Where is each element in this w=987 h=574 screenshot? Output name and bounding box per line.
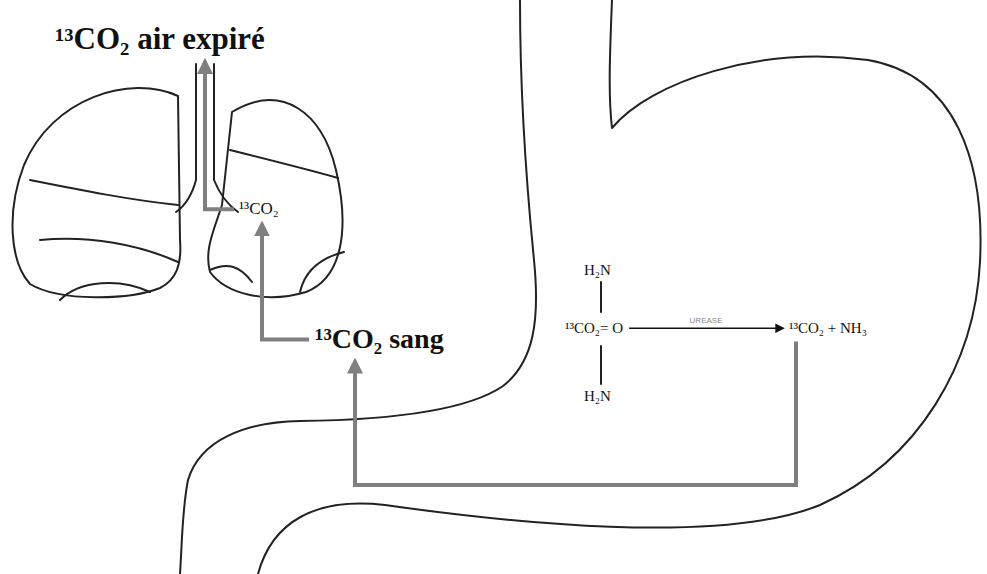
blood-co2-label: ¹³CO₂ sang (312, 322, 447, 357)
stomach-outline (258, 0, 981, 574)
chemical-group: H₂N (584, 262, 611, 279)
lung-co2-label: ¹³CO₂ (236, 198, 282, 221)
flow-arrow (205, 61, 234, 209)
reaction-arrow (629, 327, 783, 329)
urea-formula: ¹³CO₂= O (562, 318, 626, 339)
exhaled-air-label: ¹³CO₂ air expiré (52, 20, 268, 58)
flow-arrow (262, 224, 309, 340)
node-text: ¹³CO₂ air expiré (55, 22, 265, 56)
node-text: ¹³CO₂= O (565, 320, 623, 337)
reaction-product: ¹³CO₂ + NH₃ (786, 318, 870, 339)
chemical-bond (600, 282, 602, 312)
right-lung (208, 100, 342, 297)
chemical-bond (600, 346, 602, 384)
chemical-group: H₂N (584, 388, 611, 405)
stomach-outline (180, 0, 536, 574)
node-text: ¹³CO₂ + NH₃ (789, 320, 867, 337)
flow-arrow (355, 342, 796, 486)
node-text: ¹³CO₂ sang (315, 324, 444, 355)
node-text: ¹³CO₂ (239, 200, 279, 219)
enzyme-label: UREASE (689, 316, 724, 325)
lung-lobe-line (30, 180, 178, 300)
lung-lobe-line (210, 150, 344, 292)
